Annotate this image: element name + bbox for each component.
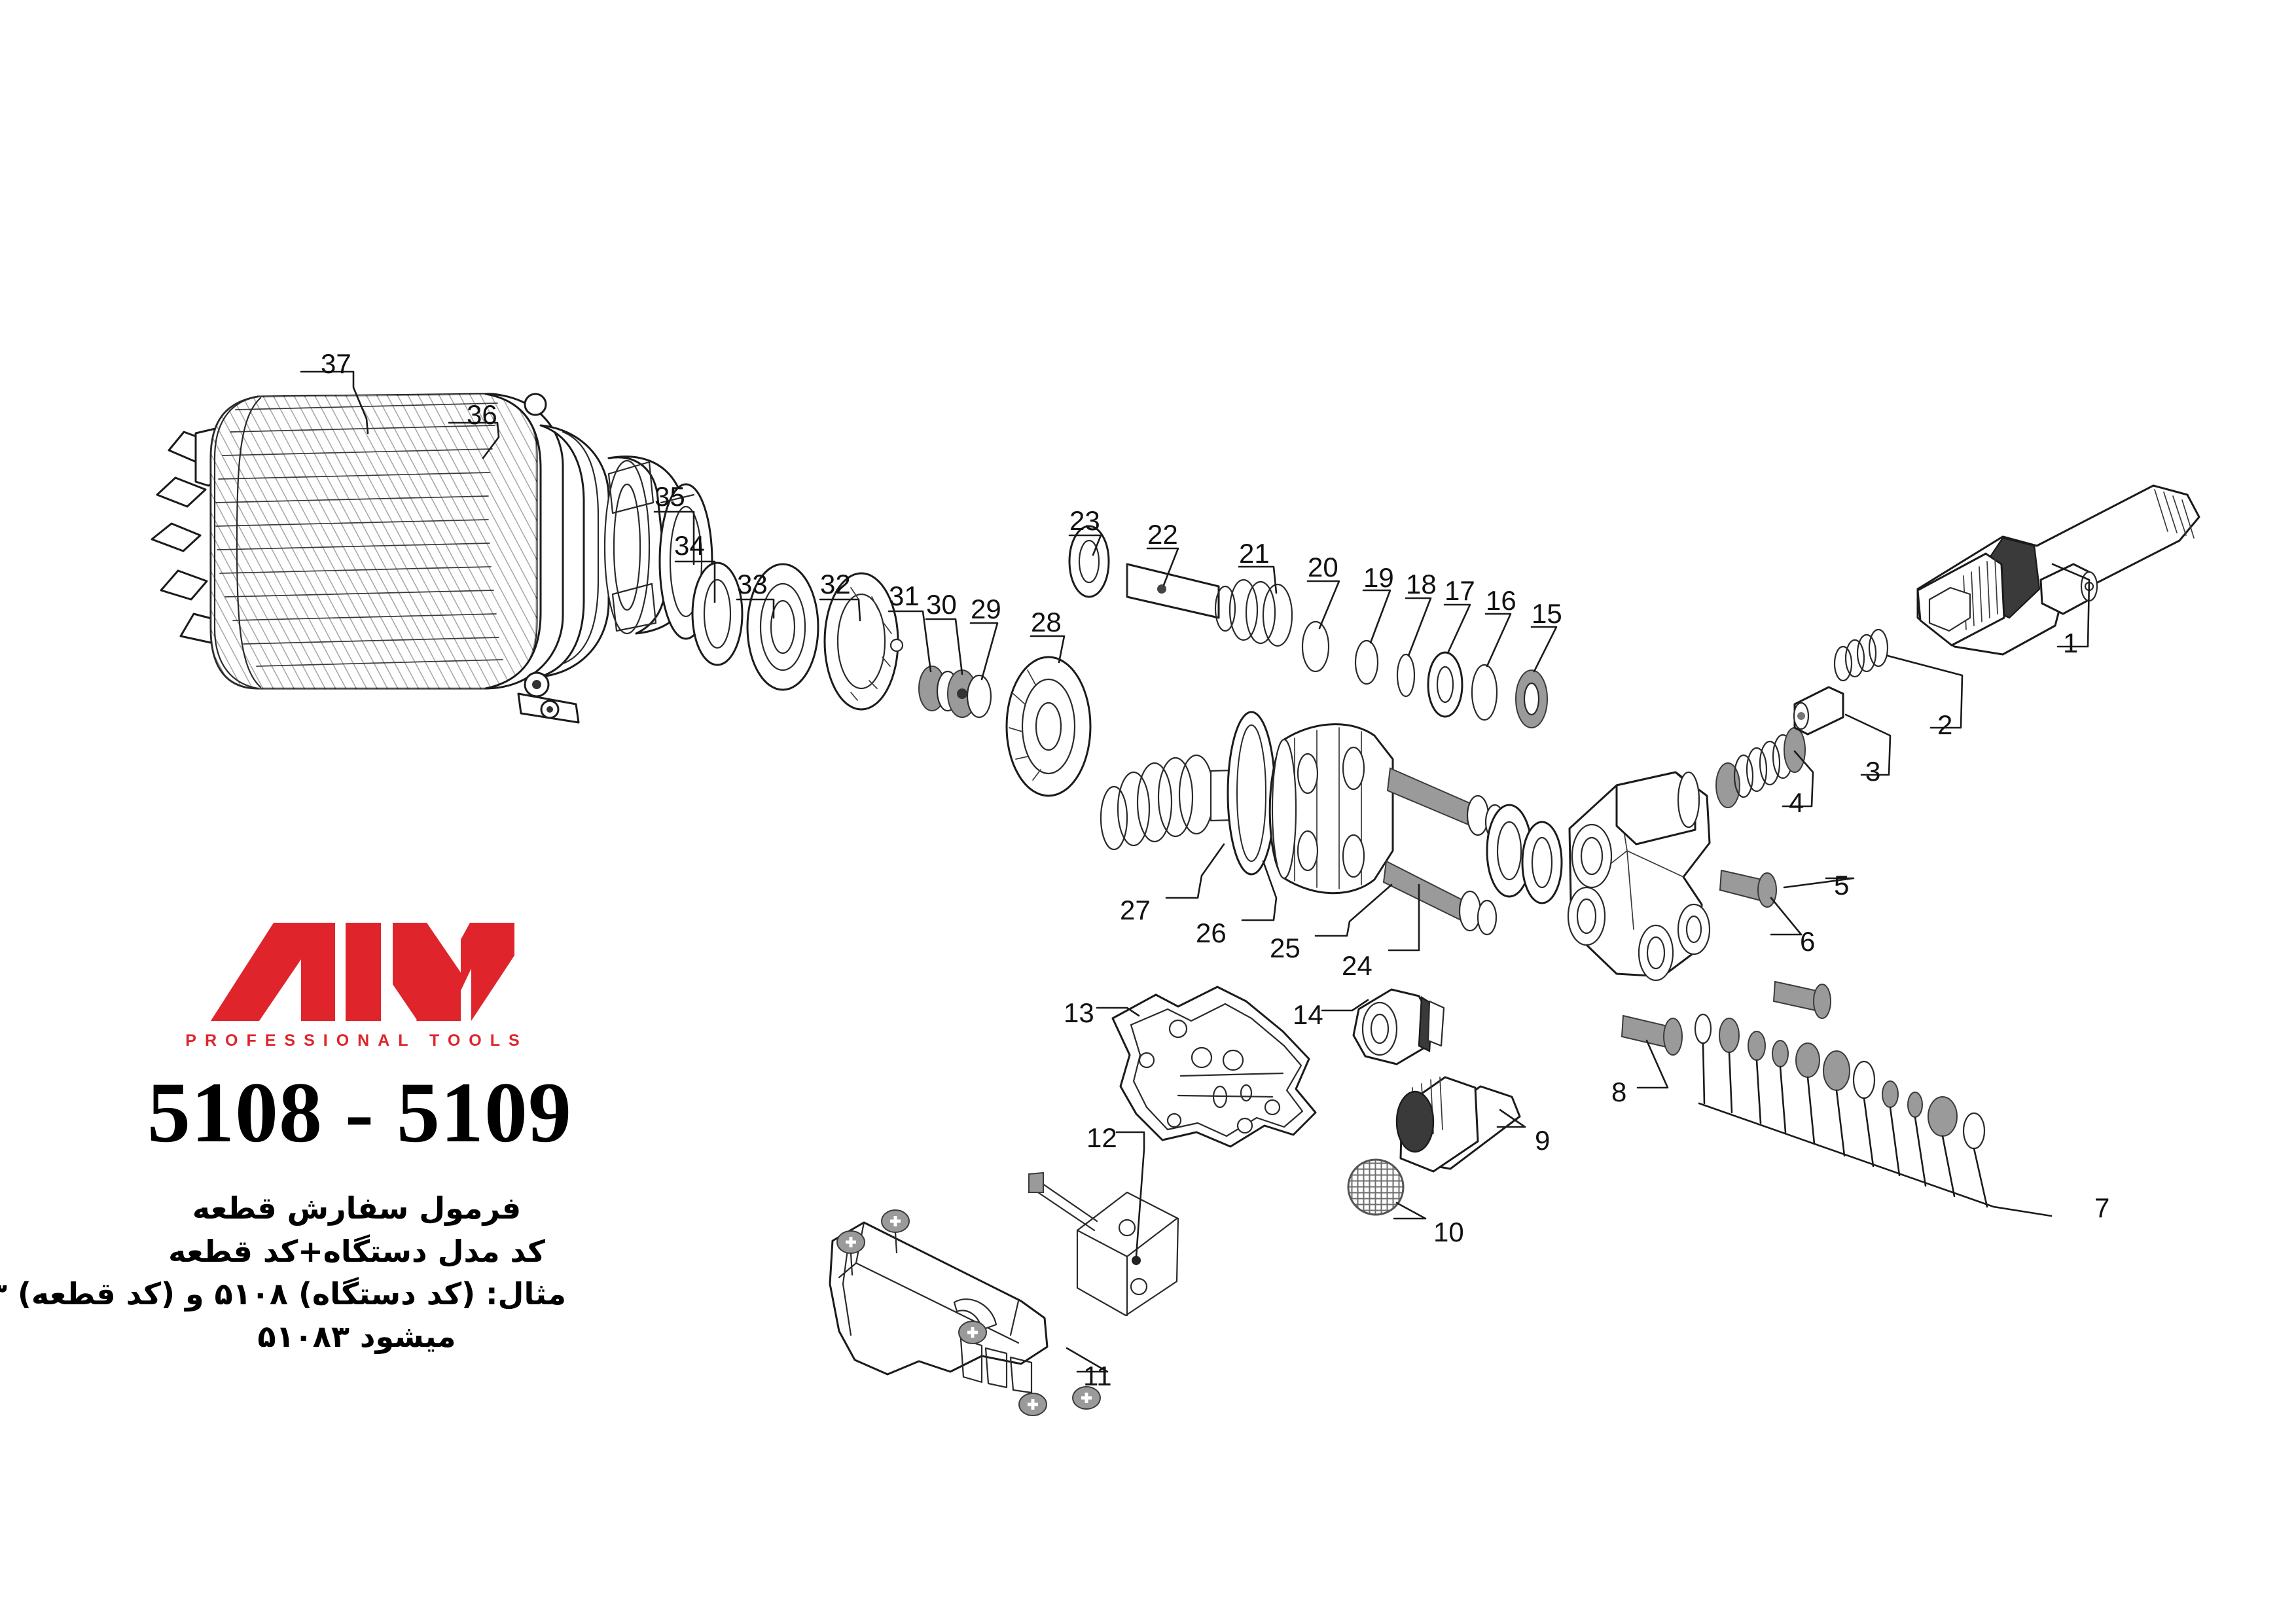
callout-25: 25 [1270, 933, 1300, 963]
callout-17: 17 [1444, 575, 1475, 606]
persian-line-2: کد مدل دستگاه+کد قطعه [168, 1233, 545, 1269]
pump-shaft-parts [1068, 525, 1558, 728]
callout-3: 3 [1865, 756, 1881, 787]
callout-8: 8 [1611, 1077, 1627, 1107]
callout-10: 10 [1433, 1217, 1464, 1247]
aiva-logo [211, 923, 514, 1021]
callout-26: 26 [1196, 918, 1227, 948]
callout-20: 20 [1308, 552, 1338, 582]
callout-34: 34 [674, 530, 705, 561]
callout-23: 23 [1069, 505, 1100, 536]
switch-housing-assembly [829, 986, 1445, 1416]
callout-4: 4 [1789, 787, 1804, 818]
motor-armature-assembly [151, 370, 713, 724]
callout-24: 24 [1342, 950, 1372, 981]
pump-head-assembly [1100, 711, 1563, 952]
persian-line-3: مثال: (کد دستگاه) ۵۱۰۸ و (کد قطعه) ۳ [0, 1275, 566, 1311]
callout-31: 31 [889, 580, 920, 611]
callout-33: 33 [737, 569, 768, 599]
persian-line-4: میشود ۵۱۰۸۳ [257, 1319, 456, 1355]
callout-30: 30 [926, 589, 957, 620]
model-number: 5108 - 5109 [147, 1064, 572, 1160]
callout-28: 28 [1031, 607, 1062, 637]
callout-37: 37 [321, 348, 351, 379]
callout-11: 11 [1083, 1361, 1112, 1391]
callout-14: 14 [1293, 999, 1323, 1030]
callout-1: 1 [2063, 628, 2079, 658]
callout-6: 6 [1800, 926, 1816, 957]
hardware-kit [1621, 980, 2053, 1217]
callout-22: 22 [1147, 519, 1178, 550]
persian-line-1: فرمول سفارش قطعه [192, 1190, 522, 1226]
callout-2: 2 [1937, 709, 1953, 740]
callout-12: 12 [1086, 1122, 1117, 1153]
callout-35: 35 [655, 481, 685, 512]
callout-15: 15 [1532, 598, 1562, 629]
callout-36: 36 [467, 399, 497, 430]
callout-13: 13 [1064, 997, 1094, 1028]
callout-29: 29 [971, 594, 1001, 624]
callout-7: 7 [2094, 1192, 2110, 1223]
brand-block: PROFESSIONAL TOOLS 5108 - 5109 فرمول سفا… [0, 916, 572, 1359]
brand-tagline: PROFESSIONAL TOOLS [185, 1031, 528, 1050]
callout-16: 16 [1486, 585, 1516, 616]
callout-19: 19 [1363, 562, 1394, 593]
persian-order-note: فرمول سفارش قطعه کد مدل دستگاه+کد قطعه م… [0, 1187, 566, 1358]
callout-18: 18 [1406, 569, 1437, 599]
inlet-outlet-fittings [1347, 1076, 1526, 1220]
callout-21: 21 [1239, 538, 1270, 569]
seal-bearing-stack [653, 510, 1092, 797]
callout-9: 9 [1535, 1125, 1551, 1156]
manifold-valve-assembly [1567, 484, 2200, 982]
callout-5: 5 [1834, 870, 1850, 901]
callout-27: 27 [1120, 895, 1151, 925]
callout-32: 32 [820, 569, 851, 599]
